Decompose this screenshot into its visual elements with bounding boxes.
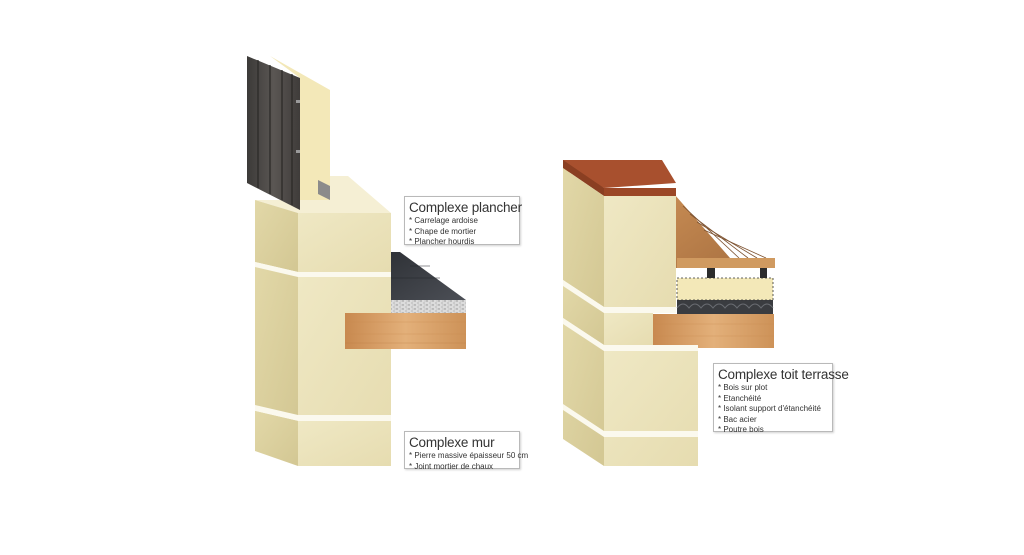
stone-wall-left: [255, 176, 391, 466]
callout-plancher: Complexe plancher * Carrelage ardoise * …: [404, 196, 522, 246]
roof-complex: [653, 195, 775, 348]
roof-insulation: [676, 277, 774, 301]
mortar-screed: [391, 300, 466, 313]
wood-decking: [675, 195, 775, 268]
callout-item: * Isolant support d'étanchéité: [718, 404, 821, 413]
callout-item: * Plancher hourdis: [409, 237, 475, 246]
wall-side-upper: [255, 200, 298, 272]
floor-complex: [345, 252, 466, 349]
wall-side-lower-right: [563, 324, 604, 466]
wall-side-upper-right: [563, 168, 604, 307]
wall-side-middle: [255, 267, 298, 430]
wall-front-upper-right: [604, 196, 676, 307]
pedestal: [707, 268, 715, 278]
wall-assembly-right: [563, 160, 775, 466]
stone-wall-right: [563, 160, 698, 466]
wall-assembly-left: [247, 56, 466, 466]
wall-front-middle: [298, 277, 391, 430]
steel-deck: [677, 300, 773, 314]
callout-title: Complexe toit terrasse: [718, 367, 849, 382]
callout-item: * Poutre bois: [718, 425, 764, 434]
wall-front-lower-right: [604, 351, 698, 466]
callout-title: Complexe mur: [409, 435, 495, 450]
callout-item: * Carrelage ardoise: [409, 216, 478, 225]
callout-item: * Joint mortier de chaux: [409, 461, 494, 471]
wall-side-lower: [255, 411, 298, 466]
callout-item: * Bac acier: [718, 414, 757, 424]
wood-boards: [247, 56, 300, 210]
callout-title: Complexe plancher: [409, 200, 522, 215]
slate-tile-top: [391, 252, 466, 300]
callout-item: * Chape de mortier: [409, 226, 477, 236]
wood-beam: [653, 314, 774, 348]
callout-item: * Bois sur plot: [718, 383, 768, 392]
callout-mur: Complexe mur * Pierre massive épaisseur …: [404, 431, 529, 471]
wood-slab: [345, 313, 466, 349]
callout-item: * Pierre massive épaisseur 50 cm: [409, 451, 529, 460]
callout-item: * Etanchéité: [718, 393, 762, 403]
cladding-panel: [247, 56, 330, 210]
wall-front-lower: [298, 421, 391, 466]
wall-front-upper: [298, 213, 391, 272]
callout-toit: Complexe toit terrasse * Bois sur plot *…: [713, 363, 849, 434]
